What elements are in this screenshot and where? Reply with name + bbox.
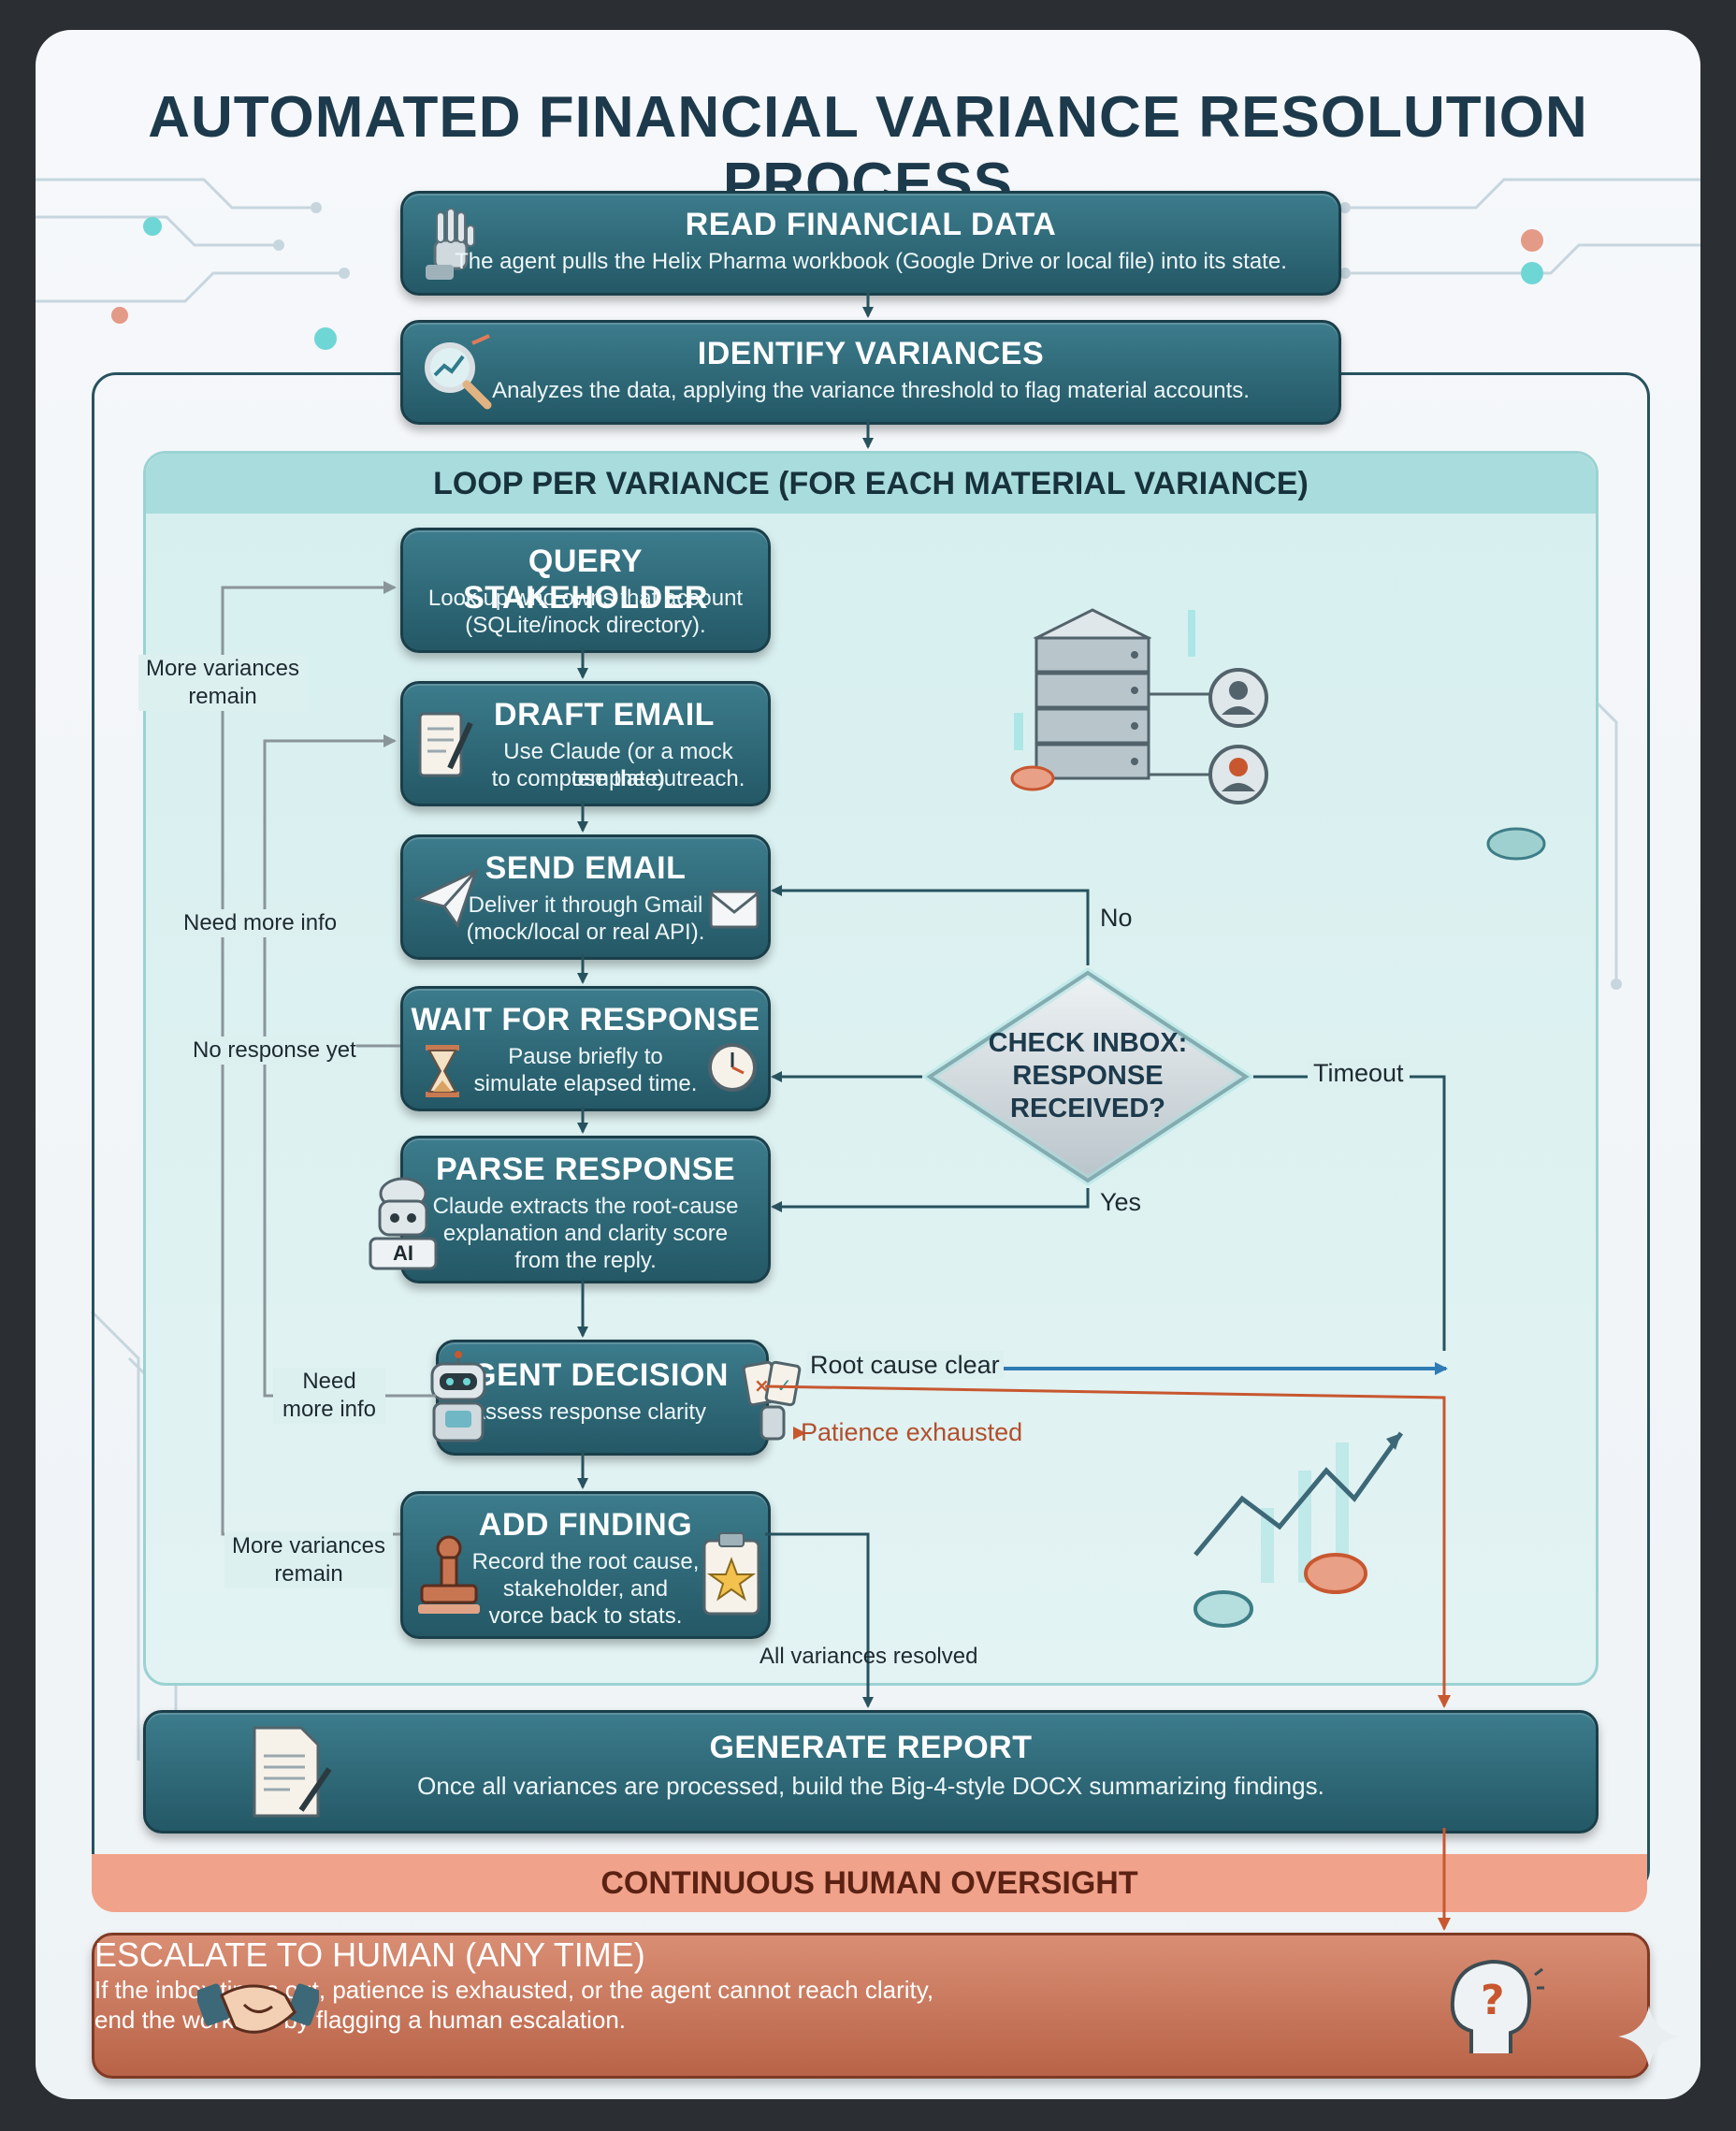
step-identify-variances[interactable]: IDENTIFY VARIANCES Analyzes the data, ap…: [400, 320, 1341, 425]
escalate-description-line2: end the workflow by flagging a human esc…: [94, 2006, 627, 2034]
step-title: GENERATE REPORT: [709, 1730, 1033, 1765]
step-description-line1: Deliver it through Gmail: [468, 892, 703, 918]
label-patience-exhausted: Patience exhausted: [801, 1418, 1023, 1446]
label-line: More variances: [145, 656, 300, 681]
step-add-finding[interactable]: ADD FINDING Record the root cause, stake…: [400, 1491, 771, 1639]
step-title: IDENTIFY VARIANCES: [697, 336, 1045, 371]
step-description-line2: (SQLite/inock directory).: [465, 613, 706, 638]
step-description-line2: stakeholder, and: [502, 1576, 669, 1602]
label-need-more-info-decision: Need more info: [273, 1368, 385, 1424]
coin-icon: [1010, 765, 1055, 791]
decision-check-inbox[interactable]: CHECK INBOX: RESPONSE RECEIVED?: [920, 965, 1255, 1188]
label-timeout: Timeout: [1308, 1059, 1410, 1087]
step-description-line3: vorce back to stats.: [488, 1603, 683, 1629]
connector-arrows: [221, 290, 1451, 1931]
handshake-icon: [195, 1958, 322, 2051]
user-icon: [1208, 668, 1268, 805]
step-description-line3: from the reply.: [514, 1248, 657, 1273]
ai-robot-icon: AI: [365, 1173, 441, 1270]
step-description-line1: Use Claude (or a mock template): [503, 739, 733, 791]
decision-cards-icon: × ✓: [742, 1358, 803, 1442]
svg-text:?: ?: [1481, 1977, 1505, 2024]
stamp-icon: [416, 1535, 482, 1617]
step-description-line1: Pause briefly to: [508, 1044, 663, 1069]
label-more-variances-remain-bottom: More variances remain: [224, 1532, 393, 1588]
step-escalate-to-human[interactable]: ? ESCALATE TO HUMAN (ANY TIME) If the in…: [92, 1933, 1650, 2079]
diamond-shape: [920, 967, 1255, 1186]
label-yes: Yes: [1100, 1188, 1142, 1216]
diamond-line3: RECEIVED?: [1010, 1094, 1165, 1123]
step-title: SEND EMAIL: [485, 850, 687, 886]
document-pen-icon: [412, 703, 478, 787]
step-description-line1: Claude extracts the root-cause: [432, 1194, 739, 1219]
continuous-human-oversight-band: CONTINUOUS HUMAN OVERSIGHT: [92, 1854, 1647, 1912]
step-send-email[interactable]: SEND EMAIL Deliver it through Gmail (moc…: [400, 834, 771, 960]
trend-chart-icon: [1149, 1414, 1420, 1648]
step-description-line2: to compose the outreach.: [491, 766, 745, 791]
envelope-icon: [708, 886, 760, 931]
step-description-line1: Record the root cause,: [471, 1549, 700, 1574]
step-description: Assess response clarity: [470, 1399, 707, 1425]
step-agent-decision[interactable]: AGENT DECISION Assess response clarity: [436, 1340, 769, 1456]
step-wait-for-response[interactable]: WAIT FOR RESPONSE Pause briefly to simul…: [400, 986, 771, 1111]
step-description: Analyzes the data, applying the variance…: [492, 378, 1250, 403]
step-description-line2: (mock/local or real API).: [466, 920, 705, 945]
label-line: more info: [282, 1397, 377, 1422]
svg-text:×: ×: [754, 1374, 770, 1397]
step-title: QUERY STAKEHOLDER: [463, 544, 708, 616]
paper-plane-icon: [412, 867, 480, 929]
server-stack-icon: [1033, 608, 1152, 780]
magnifier-chart-icon: [416, 334, 497, 413]
sparkle-icon: [1616, 2004, 1682, 2069]
coin-icon-teal: [1483, 825, 1549, 863]
step-title: WAIT FOR RESPONSE: [411, 1002, 760, 1037]
step-description-line2: simulate elapsed time.: [473, 1071, 698, 1096]
step-description: Once all variances are processed, build …: [417, 1772, 1324, 1800]
label-line: remain: [188, 684, 257, 709]
diamond-line2: RESPONSE: [1012, 1061, 1164, 1091]
clock-icon: [706, 1041, 759, 1094]
step-parse-response[interactable]: PARSE RESPONSE Claude extracts the root-…: [400, 1136, 771, 1283]
step-query-stakeholder[interactable]: QUERY STAKEHOLDER Look up who owns that …: [400, 528, 771, 653]
step-description-line1: Look up who owns that account: [427, 586, 744, 611]
diagram-canvas: AUTOMATED FINANCIAL VARIANCE RESOLUTION …: [36, 30, 1700, 2099]
step-title: DRAFT EMAIL: [494, 697, 715, 732]
label-no: No: [1100, 904, 1133, 932]
loop-title: LOOP PER VARIANCE (FOR EACH MATERIAL VAR…: [146, 454, 1596, 514]
label-root-cause-clear: Root cause clear: [806, 1351, 1004, 1379]
clipboard-star-icon: [701, 1531, 762, 1617]
label-line: remain: [274, 1561, 343, 1587]
step-read-financial-data[interactable]: READ FINANCIAL DATA The agent pulls the …: [400, 191, 1341, 296]
robot-hand-icon: [416, 203, 497, 283]
ai-badge-label: AI: [393, 1241, 413, 1265]
step-title: AGENT DECISION: [448, 1357, 729, 1393]
step-draft-email[interactable]: DRAFT EMAIL Use Claude (or a mock templa…: [400, 681, 771, 806]
step-description: The agent pulls the Helix Pharma workboo…: [455, 249, 1287, 274]
step-generate-report[interactable]: GENERATE REPORT Once all variances are p…: [143, 1710, 1599, 1834]
diamond-line1: CHECK INBOX:: [988, 1028, 1188, 1058]
step-title: ADD FINDING: [478, 1507, 693, 1543]
label-need-more-info: Need more info: [183, 909, 338, 937]
label-no-response-yet: No response yet: [193, 1037, 356, 1065]
step-title: READ FINANCIAL DATA: [685, 207, 1057, 242]
step-title: PARSE RESPONSE: [435, 1152, 735, 1187]
label-line: Need: [302, 1369, 356, 1394]
server-illustration: [971, 591, 1289, 834]
robot-icon: [421, 1351, 496, 1448]
label-more-variances-remain-top: More variances remain: [138, 655, 307, 711]
label-all-variances-resolved: All variances resolved: [760, 1644, 978, 1669]
step-description-line2: explanation and clarity score: [442, 1221, 729, 1246]
hourglass-icon: [424, 1043, 461, 1099]
human-head-question-icon: ?: [1443, 1952, 1546, 2057]
report-document-icon: [249, 1724, 333, 1819]
label-line: More variances: [231, 1533, 386, 1558]
escalate-title: ESCALATE TO HUMAN (ANY TIME): [94, 1935, 645, 1974]
